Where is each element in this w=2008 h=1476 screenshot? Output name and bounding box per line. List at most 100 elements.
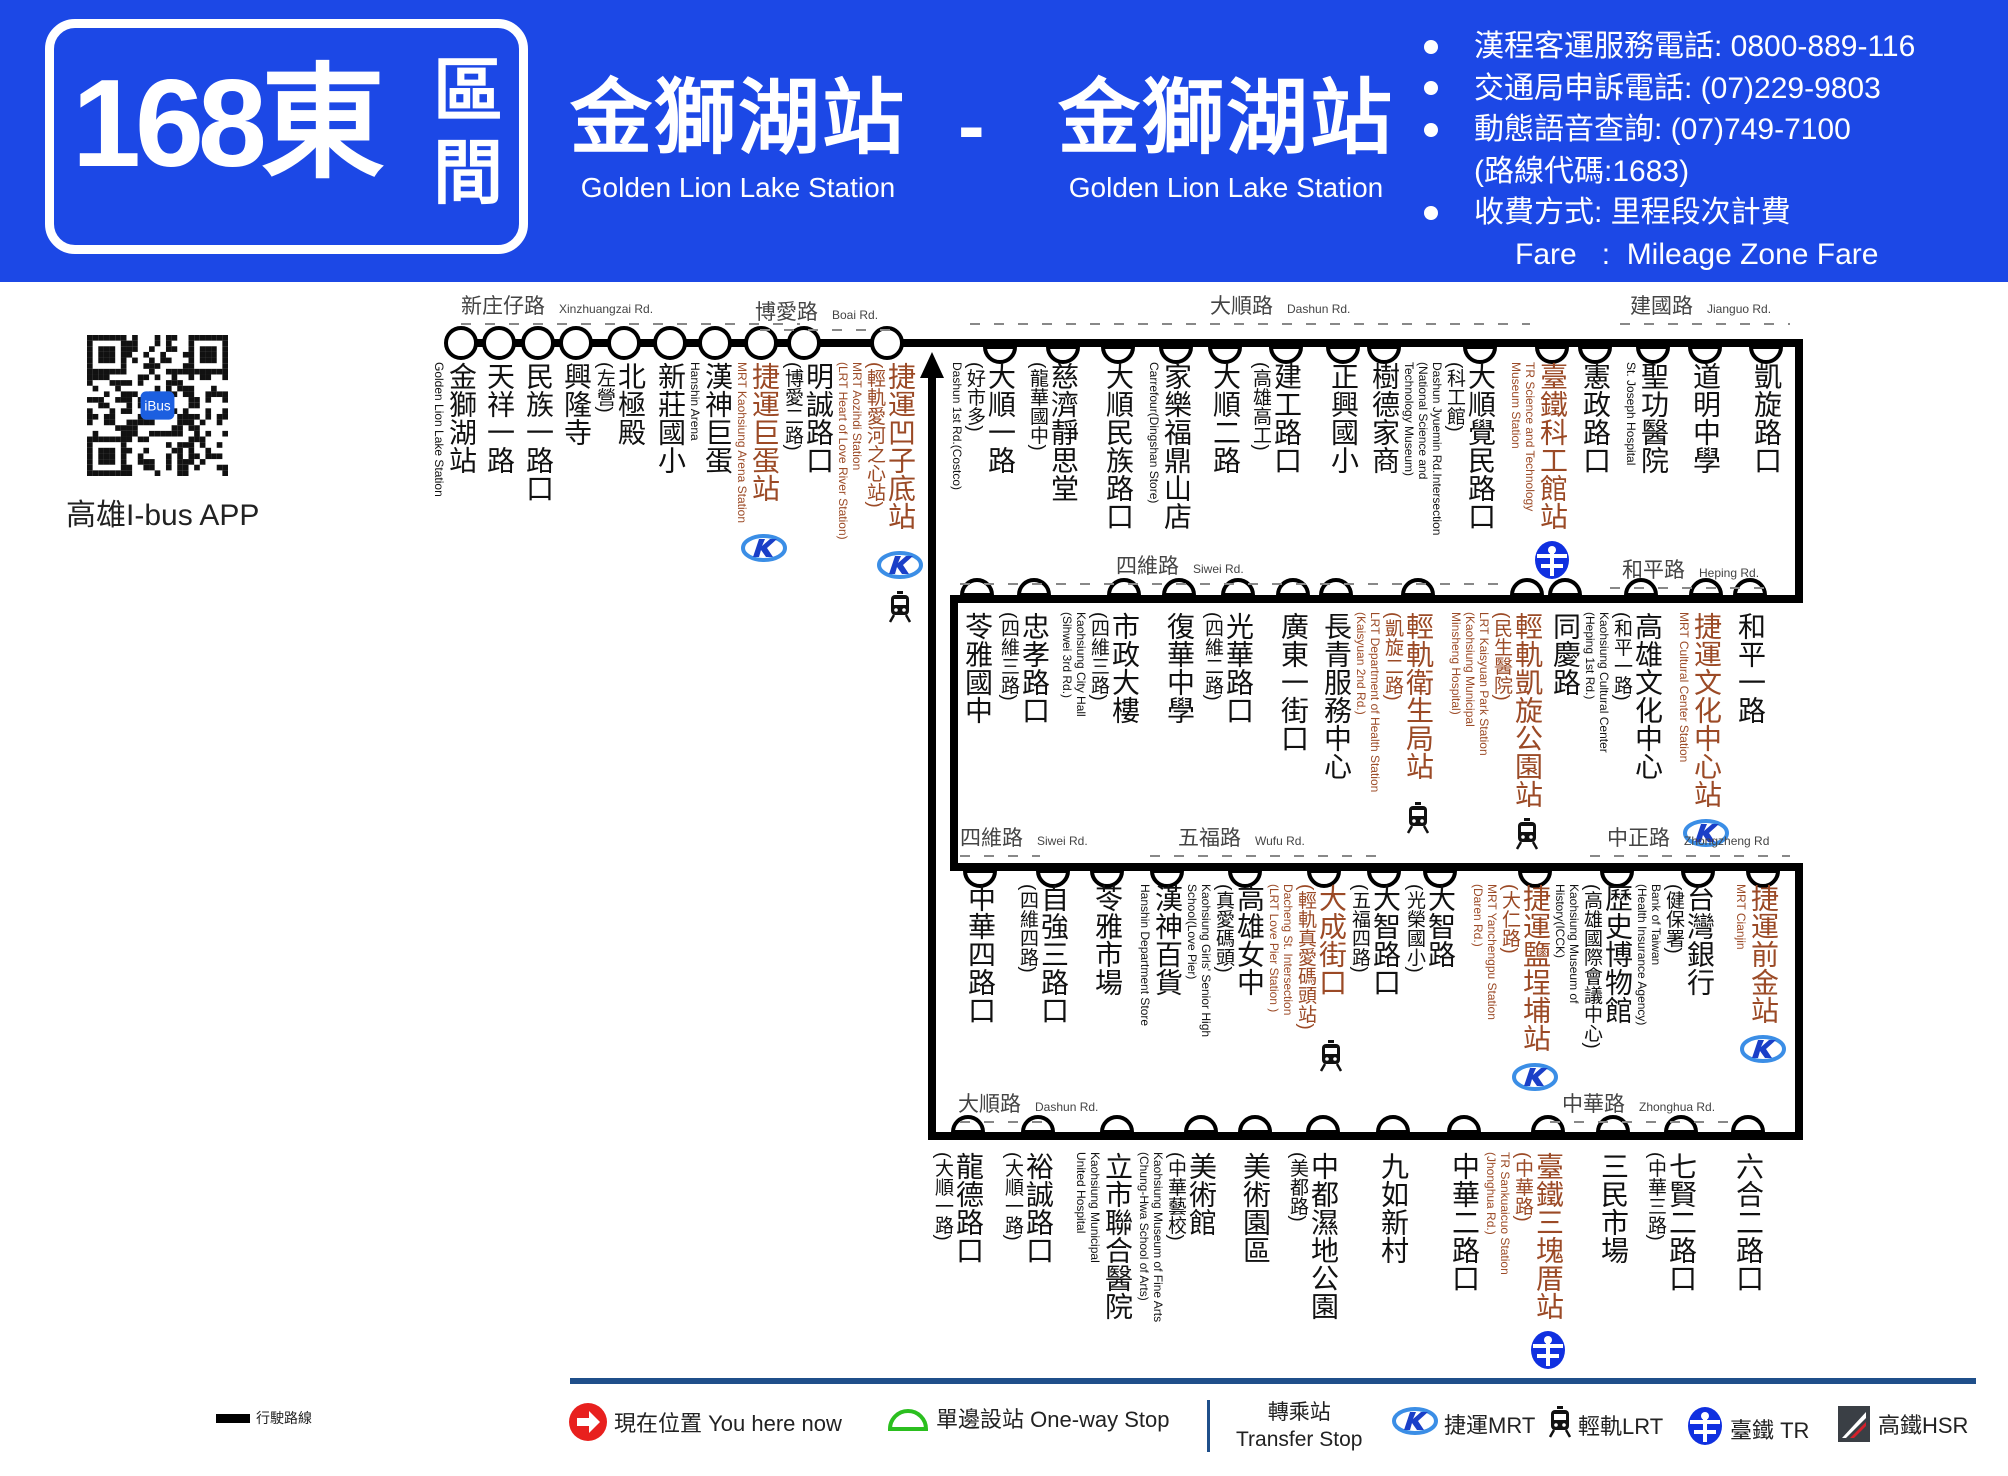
stop-marker[interactable]: [1035, 869, 1071, 888]
stop-marker[interactable]: [1325, 345, 1361, 364]
stop-marker[interactable]: [1306, 869, 1342, 888]
stop-marker[interactable]: [1366, 345, 1402, 364]
stop-marker[interactable]: [1375, 1115, 1411, 1134]
stop-marker[interactable]: [1400, 578, 1436, 597]
stop[interactable]: 同慶路: [1550, 612, 1581, 696]
stop-marker[interactable]: [1207, 345, 1243, 364]
stop-marker[interactable]: [1268, 345, 1304, 364]
stop[interactable]: 興隆寺: [561, 362, 592, 446]
stop[interactable]: 道明中學: [1690, 362, 1721, 474]
stop[interactable]: 建工路口(高雄高工): [1250, 362, 1302, 474]
stop-marker[interactable]: [1577, 345, 1613, 364]
stop-marker[interactable]: [482, 326, 516, 360]
stop-marker[interactable]: [1446, 1115, 1482, 1134]
stop-marker[interactable]: [1748, 345, 1784, 364]
stop[interactable]: 九如新村: [1378, 1152, 1409, 1264]
stop[interactable]: 中都濕地公園(美都路): [1287, 1152, 1339, 1320]
stop-marker[interactable]: [607, 326, 641, 360]
stop-marker[interactable]: [1016, 578, 1052, 597]
stop-marker[interactable]: [1318, 578, 1354, 597]
stop-marker[interactable]: [744, 326, 778, 360]
stop-marker[interactable]: [1149, 869, 1185, 888]
stop[interactable]: 大順覺民路口(科工館)Dashun Jyuemin Rd.Intersectio…: [1402, 362, 1496, 535]
stop-marker[interactable]: [1158, 345, 1194, 364]
stop-marker[interactable]: [1635, 345, 1671, 364]
stop[interactable]: 高雄文化中心(和平一路)Kaohsiung Cultural Center(He…: [1583, 612, 1663, 780]
stop[interactable]: 裕誠路口(大順一路): [1002, 1152, 1054, 1264]
stop[interactable]: 台灣銀行(健保署)Bank of Taiwan(Health Insurance…: [1635, 884, 1715, 1025]
stop[interactable]: 和平一路: [1735, 612, 1766, 724]
stop-marker[interactable]: [1220, 578, 1256, 597]
stop[interactable]: 長青服務中心: [1321, 612, 1352, 780]
stop[interactable]: 臺鐵三塊厝站(中華路)TR Sankuaicuo Station(Jhonghu…: [1484, 1152, 1565, 1375]
stop[interactable]: 六合二路口: [1733, 1152, 1764, 1292]
stop-marker[interactable]: [962, 869, 998, 888]
stop-marker[interactable]: [1227, 869, 1263, 888]
stop-marker[interactable]: [1422, 869, 1458, 888]
stop[interactable]: 中華二路口: [1449, 1152, 1480, 1292]
stop[interactable]: 天祥一路: [484, 362, 515, 474]
stop[interactable]: 明誠路口(博愛二路): [782, 362, 834, 474]
stop-marker[interactable]: [653, 326, 687, 360]
stop-marker[interactable]: [1509, 578, 1545, 597]
stop-marker[interactable]: [950, 1115, 986, 1134]
stop-marker[interactable]: [1530, 1115, 1566, 1134]
stop[interactable]: 廣東一街口: [1278, 612, 1309, 752]
stop-marker[interactable]: [521, 326, 555, 360]
stop-marker[interactable]: [1680, 869, 1716, 888]
stop-marker[interactable]: [959, 578, 995, 597]
stop[interactable]: 自強三路口(四維四路): [1017, 884, 1069, 1024]
stop-marker[interactable]: [1595, 1115, 1631, 1134]
stop-marker[interactable]: [1730, 1115, 1766, 1134]
stop[interactable]: 大成街口(輕軌真愛碼頭站)Dacheng St. Intersection(LR…: [1267, 884, 1347, 1077]
stop-marker[interactable]: [1534, 345, 1570, 364]
stop[interactable]: 苓雅市場: [1092, 884, 1123, 996]
stop[interactable]: 三民市場: [1598, 1152, 1629, 1264]
stop-marker[interactable]: [870, 326, 904, 360]
stop-marker[interactable]: [1106, 578, 1142, 597]
stop[interactable]: 市政大樓(四維三路)Kaohsiung City Hall(Sihwei 3rd…: [1060, 612, 1140, 724]
stop[interactable]: 大順民族路口: [1103, 362, 1134, 530]
stop[interactable]: 光華路口(四維二路): [1202, 612, 1254, 724]
stop-marker[interactable]: [787, 326, 821, 360]
stop[interactable]: 正興國小: [1328, 362, 1359, 474]
stop-marker[interactable]: [1305, 1115, 1341, 1134]
stop[interactable]: 龍德路口(大順一路): [932, 1152, 984, 1264]
stop-marker[interactable]: [559, 326, 593, 360]
stop[interactable]: 中華四路口: [965, 884, 996, 1024]
stop[interactable]: 大順一路(好市多)Dashun 1st Rd.(Costco): [950, 362, 1016, 490]
stop[interactable]: 輕軌衛生局站(凱旋二路)LRT Department of Health Sta…: [1354, 612, 1434, 839]
stop[interactable]: 苓雅國中: [962, 612, 993, 724]
stop-marker[interactable]: [1462, 345, 1498, 364]
stop-marker[interactable]: [1366, 869, 1402, 888]
stop[interactable]: 忠孝路口(四維三路): [998, 612, 1050, 724]
stop[interactable]: 北極殿(左營): [594, 362, 646, 446]
stop[interactable]: 捷運鹽埕埔站(大仁路)MRT Yanchengpu Station(Daren …: [1471, 884, 1558, 1097]
stop[interactable]: 大智路(光榮國小): [1404, 884, 1456, 973]
stop[interactable]: 七賢二路口(中華三路): [1645, 1152, 1697, 1292]
stop-marker[interactable]: [1045, 345, 1081, 364]
stop-marker[interactable]: [1183, 1115, 1219, 1134]
stop-marker[interactable]: [444, 326, 478, 360]
stop[interactable]: 捷運凹子底站(輕軌愛河之心站)MRT Aozihdi Station(LRT H…: [836, 362, 923, 628]
stop-marker[interactable]: [698, 326, 732, 360]
stop-marker[interactable]: [1161, 578, 1197, 597]
stop[interactable]: 慈濟靜思堂(龍華國中): [1027, 362, 1079, 502]
stop[interactable]: 輕軌凱旋公園站(民生醫院)LRT Kaisyuan Park Station(K…: [1449, 612, 1543, 855]
stop[interactable]: 大順二路: [1210, 362, 1241, 474]
stop[interactable]: 美術館(中華藝校)Kaohsiung Museum of Fine Arts(C…: [1137, 1152, 1217, 1322]
stop-marker[interactable]: [1100, 345, 1136, 364]
stop[interactable]: 新莊國小: [655, 362, 686, 474]
